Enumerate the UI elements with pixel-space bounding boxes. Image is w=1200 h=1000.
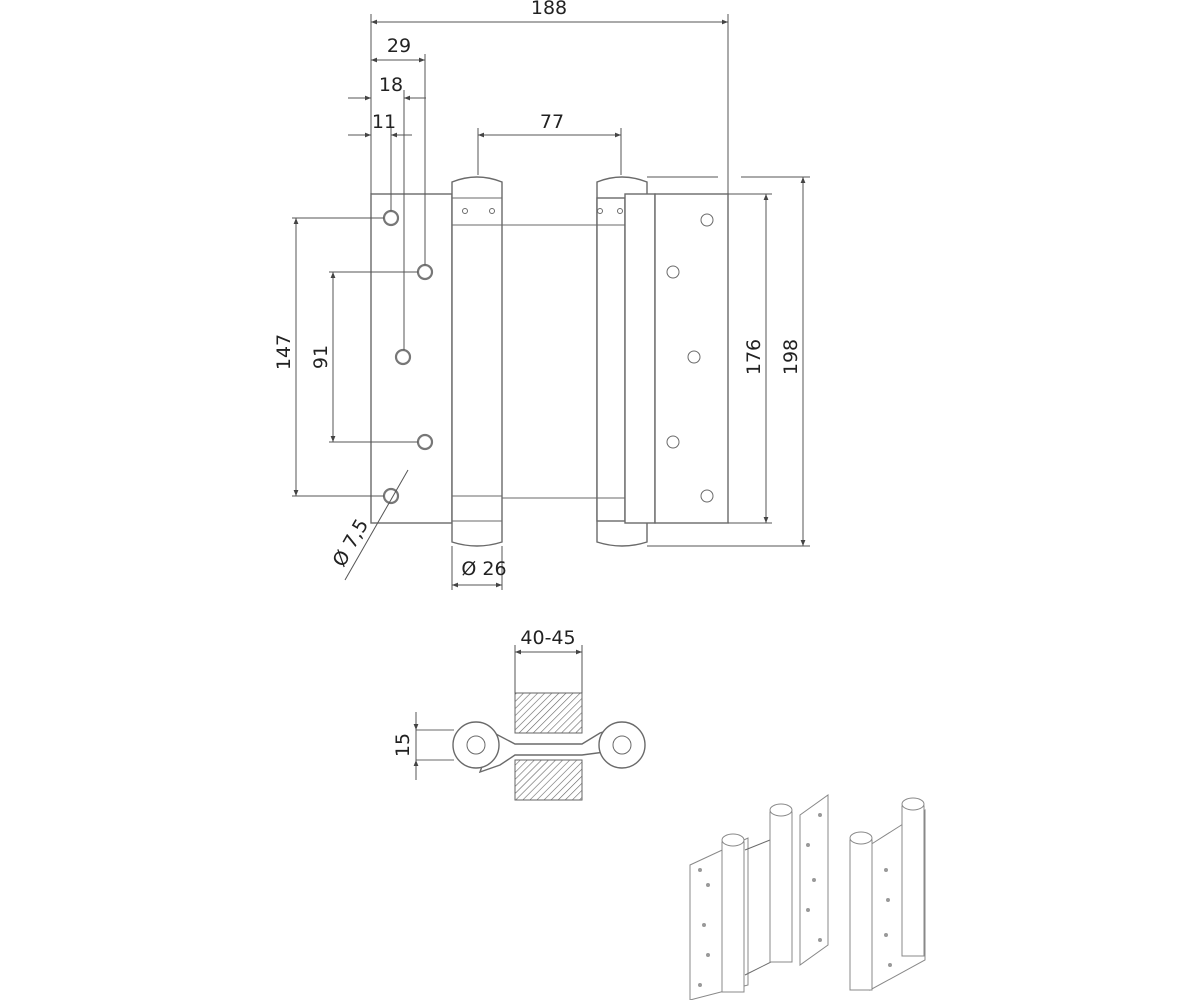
left-knuckle: [451, 176, 503, 547]
dim-11: 11: [372, 111, 396, 133]
dim-leaf-offset: 15: [392, 733, 414, 757]
front-view: 188 29 18 11 77 147 91 176 198 Ø 7,5 Ø 2…: [273, 0, 810, 590]
door-section-top: [514, 692, 583, 734]
section-view: 40-45 15: [392, 627, 646, 801]
dim-198: 198: [780, 339, 802, 375]
dim-188: 188: [531, 0, 567, 19]
dim-77: 77: [540, 111, 564, 133]
dim-18: 18: [379, 74, 403, 96]
isometric-hinge-open: [689, 794, 829, 1000]
door-section-bottom: [514, 759, 583, 801]
dim-91: 91: [310, 345, 332, 369]
isometric-hinge-closed: [849, 797, 926, 991]
dim-29: 29: [387, 35, 411, 57]
right-leaf-plate: [654, 193, 729, 524]
left-leaf-plate: [370, 193, 453, 524]
dim-176: 176: [743, 339, 765, 375]
screw-holes: [382, 209, 714, 505]
dim-147: 147: [273, 334, 295, 370]
dimension-lines: [292, 14, 810, 590]
dim-door-thickness: 40-45: [520, 627, 575, 649]
right-knuckle: [596, 176, 656, 547]
dim-knuckle-diameter: Ø 26: [461, 558, 506, 580]
